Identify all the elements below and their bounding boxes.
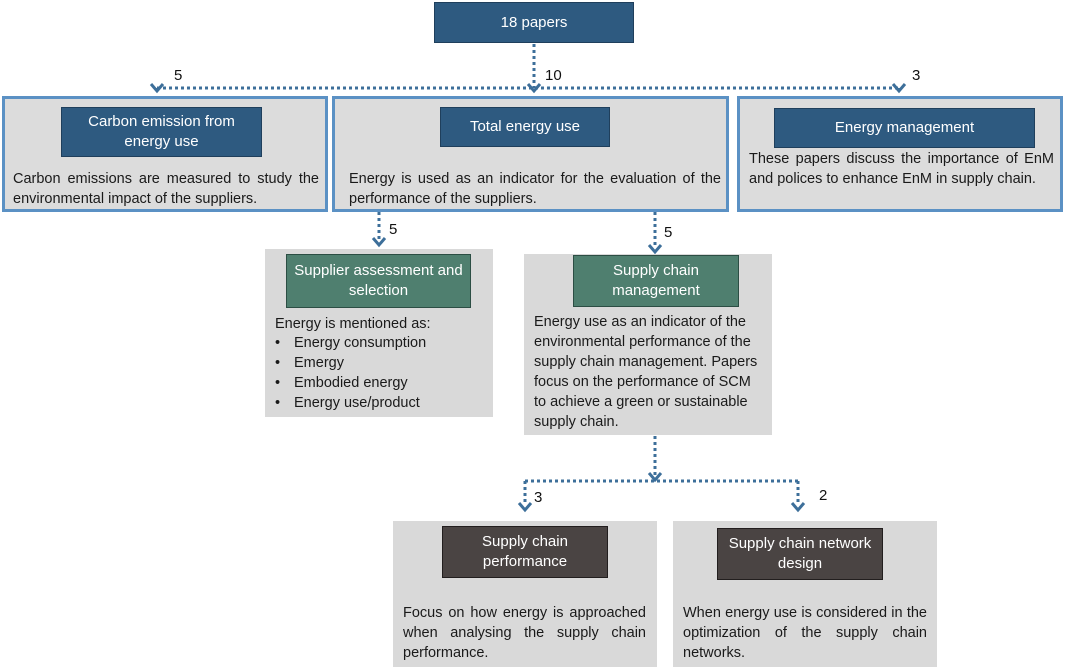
- carbon-emission-description: Carbon emissions are measured to study t…: [13, 171, 319, 207]
- scm-performance-description: Focus on how energy is approached when a…: [403, 605, 646, 661]
- scm-performance-box: Supply chain performance Focus on how en…: [393, 521, 657, 667]
- count-scm-network: 2: [819, 487, 828, 504]
- count-total-energy: 10: [545, 67, 562, 84]
- count-carbon: 5: [174, 67, 183, 84]
- energy-management-title: Energy management: [774, 108, 1035, 148]
- arrowhead-supplier-assessment: [371, 237, 387, 248]
- list-item: Embodied energy: [275, 373, 426, 393]
- arrowhead-scm-network: [790, 502, 806, 513]
- carbon-emission-box: Carbon emission from energy use Carbon e…: [2, 96, 328, 212]
- scm-network-box: Supply chain network design When energy …: [673, 521, 937, 667]
- list-item: Energy consumption: [275, 333, 426, 353]
- count-scm-performance: 3: [534, 489, 543, 506]
- supply-chain-management-box: Supply chain management Energy use as an…: [524, 254, 772, 435]
- energy-management-description: These papers discuss the importance of E…: [749, 151, 1054, 187]
- scm-performance-title: Supply chain performance: [442, 526, 608, 578]
- arrowhead-carbon: [149, 83, 165, 94]
- scm-network-title: Supply chain network design: [717, 528, 883, 580]
- energy-management-box: Energy management These papers discuss t…: [737, 96, 1063, 212]
- total-energy-title: Total energy use: [440, 107, 610, 147]
- supply-chain-management-description: Energy use as an indicator of the enviro…: [534, 314, 758, 430]
- total-energy-box: Total energy use Energy is used as an in…: [332, 96, 729, 212]
- arrowhead-energy-management: [891, 83, 907, 94]
- count-supplier-assessment: 5: [389, 221, 398, 238]
- arrowhead-scm: [647, 244, 663, 255]
- arrowhead-total-energy: [526, 83, 542, 94]
- supplier-assessment-intro: Energy is mentioned as:: [275, 316, 431, 332]
- list-item: Energy use/product: [275, 393, 426, 413]
- supplier-assessment-title: Supplier assessment and selection: [286, 254, 471, 308]
- count-energy-management: 3: [912, 67, 921, 84]
- supplier-assessment-list: Energy consumption Emergy Embodied energ…: [275, 333, 426, 413]
- arrowhead-scm-performance: [517, 502, 533, 513]
- supply-chain-management-title: Supply chain management: [573, 255, 739, 307]
- count-scm: 5: [664, 224, 673, 241]
- scm-network-description: When energy use is considered in the opt…: [683, 605, 927, 661]
- arrowhead-scm-junction: [647, 472, 663, 483]
- total-energy-description: Energy is used as an indicator for the e…: [349, 171, 721, 207]
- root-node: 18 papers: [434, 2, 634, 43]
- supplier-assessment-box: Supplier assessment and selection Energy…: [265, 249, 493, 417]
- list-item: Emergy: [275, 353, 426, 373]
- root-label: 18 papers: [500, 14, 568, 31]
- carbon-emission-title: Carbon emission from energy use: [61, 107, 262, 157]
